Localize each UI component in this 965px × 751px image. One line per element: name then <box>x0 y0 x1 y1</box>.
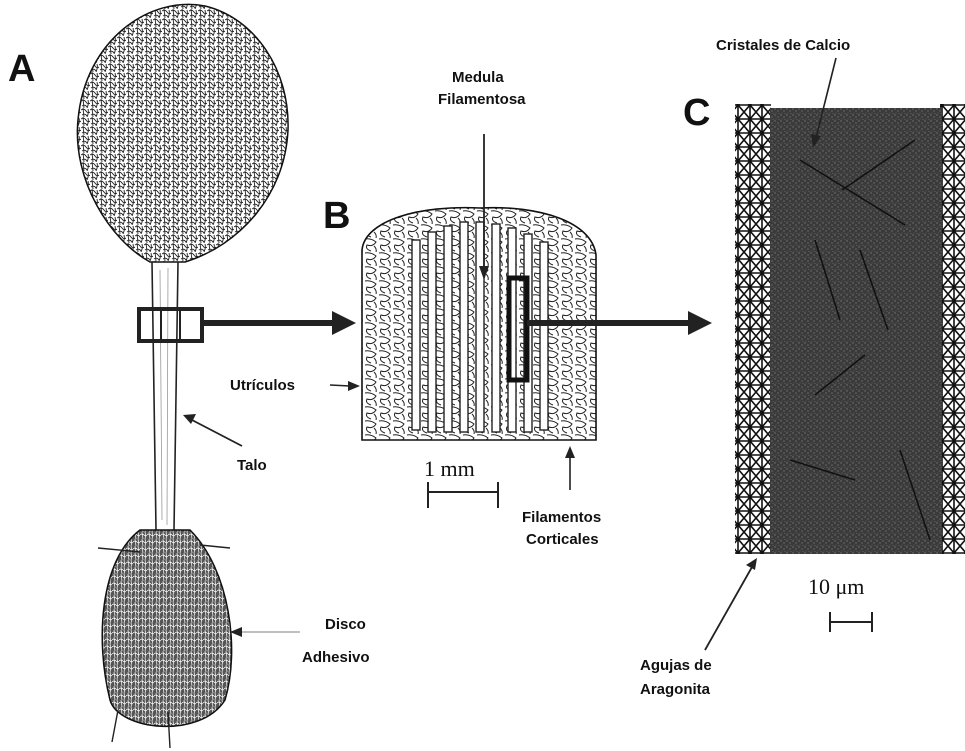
label-agujas-line1: Agujas de <box>640 656 712 675</box>
panel-label-a: A <box>8 48 35 91</box>
panel-label-c: C <box>683 92 710 135</box>
label-medula-line1: Medula <box>452 68 504 87</box>
alga-holdfast <box>102 530 231 726</box>
scale-bar-c-line <box>830 612 872 632</box>
calcium-block <box>770 108 942 554</box>
selection-box-a <box>139 309 202 341</box>
label-agujas-line2: Aragonita <box>640 680 710 699</box>
label-disco-line2: Adhesivo <box>302 648 370 667</box>
scale-label-b: 1 mm <box>424 456 475 482</box>
label-cristales: Cristales de Calcio <box>716 36 850 55</box>
label-utriculos: Utrículos <box>230 376 295 395</box>
aragonite-needles-left <box>735 104 771 554</box>
alga-cap <box>77 4 288 262</box>
pointer-utriculos <box>330 385 350 386</box>
pointer-talo <box>192 420 242 446</box>
label-talo: Talo <box>237 456 267 475</box>
alga-stalk <box>152 262 178 530</box>
label-disco-line1: Disco <box>325 615 366 634</box>
panel-label-b: B <box>323 195 350 238</box>
aragonite-needles-right <box>940 104 965 554</box>
label-filamentos-line1: Filamentos <box>522 508 601 527</box>
pointer-agujas <box>705 567 752 650</box>
label-medula-line2: Filamentosa <box>438 90 526 109</box>
scale-label-c: 10 μm <box>808 574 864 600</box>
scale-bar-b-line <box>428 482 498 508</box>
label-filamentos-line2: Corticales <box>526 530 599 549</box>
